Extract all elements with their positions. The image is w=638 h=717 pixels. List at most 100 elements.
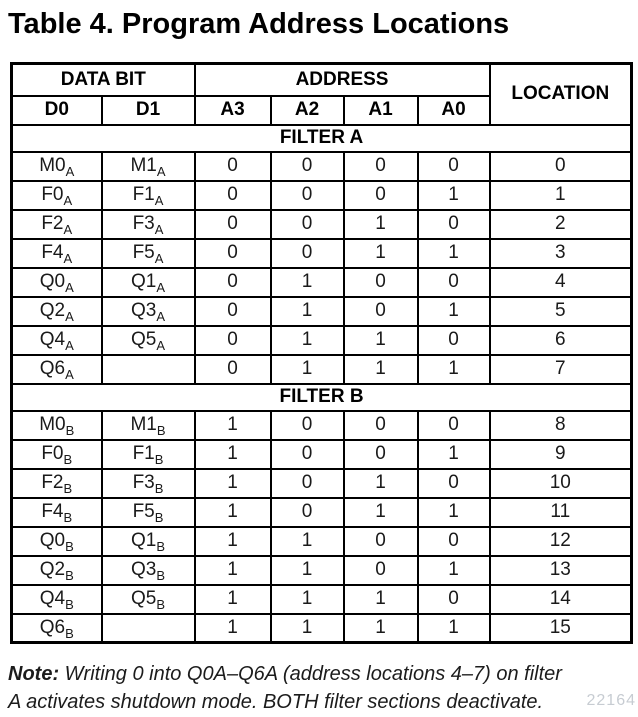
d0-cell: Q2A: [10, 295, 103, 327]
a2-cell: 0: [269, 150, 345, 182]
table-row: F4B F5B 1 0 1 1 11: [10, 496, 633, 528]
a1-cell: 1: [342, 237, 419, 269]
a3-cell: 1: [193, 438, 272, 470]
table-row: F0A F1A 0 0 0 1 1: [10, 179, 633, 211]
location-cell: 7: [488, 353, 633, 385]
d0-cell: F4A: [10, 237, 103, 269]
note-line-2: A activates shutdown mode. BOTH filter s…: [8, 691, 544, 713]
d0-cell: F0B: [10, 438, 103, 470]
a0-cell: 1: [416, 496, 491, 528]
d1-cell: F1B: [100, 438, 196, 470]
a2-cell: 1: [269, 295, 345, 327]
header-cell-d1: D1: [100, 94, 196, 126]
table-row: Q4B Q5B 1 1 1 0 14: [10, 583, 633, 615]
a3-cell: 1: [193, 467, 272, 499]
table-row: Q2B Q3B 1 1 0 1 13: [10, 554, 633, 586]
d0-cell: Q0B: [10, 525, 103, 557]
watermark-text: 22164: [586, 692, 636, 709]
d1-cell: F1A: [100, 179, 196, 211]
a3-cell: 1: [193, 554, 272, 586]
d0-cell: Q2B: [10, 554, 103, 586]
a1-cell: 0: [342, 525, 419, 557]
header-row-groups: DATA BIT ADDRESS LOCATION: [10, 62, 633, 126]
d1-cell: F3A: [100, 208, 196, 240]
location-cell: 9: [488, 438, 633, 470]
table-row: Q0B Q1B 1 1 0 0 12: [10, 525, 633, 557]
a3-cell: 0: [193, 150, 272, 182]
section-label: FILTER A: [10, 123, 633, 153]
d1-cell: M1A: [100, 150, 196, 182]
d1-cell: Q5B: [100, 583, 196, 615]
location-cell: 4: [488, 266, 633, 298]
a2-cell: 1: [269, 266, 345, 298]
a3-cell: 0: [193, 179, 272, 211]
a1-cell: 1: [342, 612, 419, 644]
a1-cell: 1: [342, 208, 419, 240]
d0-cell: Q4A: [10, 324, 103, 356]
a0-cell: 1: [416, 179, 491, 211]
d0-cell: Q6A: [10, 353, 103, 385]
table-row: Q0A Q1A 0 1 0 0 4: [10, 266, 633, 298]
a2-cell: 1: [269, 525, 345, 557]
a2-cell: 0: [269, 409, 345, 441]
header-cell-address: ADDRESS: [193, 62, 491, 97]
a2-cell: 1: [269, 554, 345, 586]
a2-cell: 0: [269, 438, 345, 470]
location-cell: 15: [488, 612, 633, 644]
d1-cell: Q1A: [100, 266, 196, 298]
a2-cell: 0: [269, 237, 345, 269]
section-label: FILTER B: [10, 382, 633, 412]
a3-cell: 1: [193, 525, 272, 557]
table-row: F0B F1B 1 0 0 1 9: [10, 438, 633, 470]
a0-cell: 0: [416, 150, 491, 182]
a0-cell: 1: [416, 438, 491, 470]
note-line-1: Note: Writing 0 into Q0A–Q6A (address lo…: [8, 660, 636, 688]
d1-cell: Q5A: [100, 324, 196, 356]
header-cell-a2: A2: [269, 94, 345, 126]
page-title: Table 4. Program Address Locations: [8, 8, 510, 40]
a0-cell: 0: [416, 467, 491, 499]
location-cell: 5: [488, 295, 633, 327]
location-cell: 14: [488, 583, 633, 615]
d0-cell: Q6B: [10, 612, 103, 644]
a0-cell: 1: [416, 353, 491, 385]
header-cell-a3: A3: [193, 94, 272, 126]
d0-cell: F2A: [10, 208, 103, 240]
a1-cell: 1: [342, 467, 419, 499]
header-cell-a0: A0: [416, 94, 491, 126]
table-row: F2A F3A 0 0 1 0 2: [10, 208, 633, 240]
a3-cell: 1: [193, 583, 272, 615]
a3-cell: 0: [193, 353, 272, 385]
a2-cell: 0: [269, 208, 345, 240]
a2-cell: 0: [269, 179, 345, 211]
table-row: Q2A Q3A 0 1 0 1 5: [10, 295, 633, 327]
table-row: Q4A Q5A 0 1 1 0 6: [10, 324, 633, 356]
a3-cell: 0: [193, 324, 272, 356]
a2-cell: 0: [269, 496, 345, 528]
d1-cell: [100, 612, 196, 644]
d1-cell: [100, 353, 196, 385]
d0-cell: F0A: [10, 179, 103, 211]
a1-cell: 0: [342, 295, 419, 327]
a0-cell: 0: [416, 409, 491, 441]
location-cell: 1: [488, 179, 633, 211]
a1-cell: 1: [342, 324, 419, 356]
a0-cell: 1: [416, 237, 491, 269]
table-row: F4A F5A 0 0 1 1 3: [10, 237, 633, 269]
location-cell: 11: [488, 496, 633, 528]
a3-cell: 1: [193, 496, 272, 528]
d0-cell: Q0A: [10, 266, 103, 298]
d0-cell: F2B: [10, 467, 103, 499]
a0-cell: 1: [416, 295, 491, 327]
d1-cell: F5A: [100, 237, 196, 269]
a1-cell: 0: [342, 409, 419, 441]
section-row-filter-a: FILTER A: [10, 123, 633, 153]
note-line-1-text: Writing 0 into Q0A–Q6A (address location…: [59, 663, 562, 685]
a2-cell: 1: [269, 583, 345, 615]
header-cell-d0: D0: [10, 94, 103, 126]
a3-cell: 0: [193, 237, 272, 269]
header-cell-location: LOCATION: [488, 62, 633, 126]
location-cell: 2: [488, 208, 633, 240]
a3-cell: 0: [193, 208, 272, 240]
a2-cell: 1: [269, 353, 345, 385]
